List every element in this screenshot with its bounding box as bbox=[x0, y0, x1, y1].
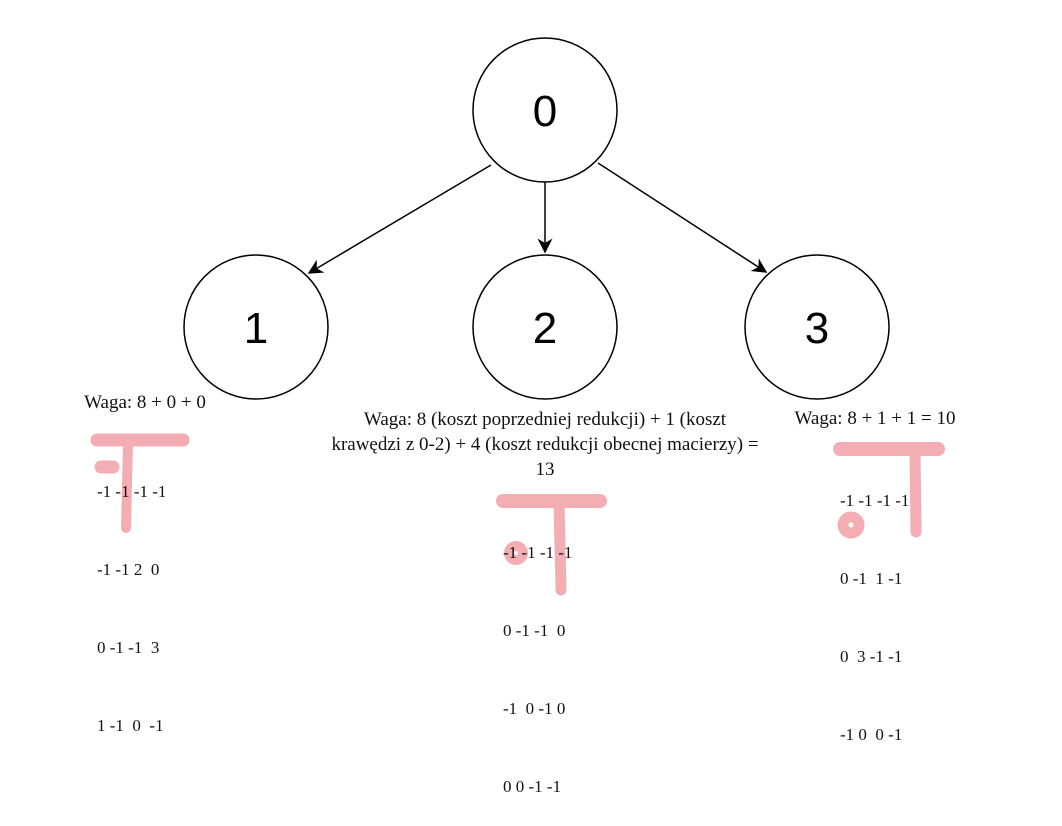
node-3: 3 bbox=[744, 254, 890, 400]
diagram-canvas: 0 1 2 3 bbox=[90, 37, 945, 596]
node-1-weight-caption: Waga: 8 + 0 + 0 bbox=[84, 392, 206, 413]
edges bbox=[307, 162, 768, 274]
node-2: 2 bbox=[472, 254, 618, 400]
node-circle bbox=[183, 254, 329, 400]
edge-0-1 bbox=[307, 164, 492, 274]
node-circle bbox=[744, 254, 890, 400]
matrix-row: -1 -1 2 0 bbox=[97, 560, 160, 579]
highlight-cell bbox=[504, 541, 528, 565]
matrix-row: -1 0 0 -1 bbox=[840, 725, 903, 744]
node-2-matrix: -1 -1 -1 -1 0 -1 -1 0 -1 0 -1 0 0 0 -1 -… bbox=[503, 488, 572, 826]
highlight-column bbox=[553, 497, 567, 596]
matrix-row: 0 -1 1 -1 bbox=[840, 569, 903, 588]
node-3-weight-caption: Waga: 8 + 1 + 1 = 10 bbox=[794, 408, 956, 429]
node-1-matrix: -1 -1 -1 -1 -1 -1 2 0 0 -1 -1 3 1 -1 0 -… bbox=[97, 427, 166, 765]
matrix-row: 0 3 -1 -1 bbox=[840, 647, 903, 666]
matrix-row: -1 -1 -1 -1 bbox=[840, 491, 910, 510]
node-label: 0 bbox=[533, 87, 557, 136]
highlight-cell bbox=[837, 511, 865, 539]
matrix-row: 1 -1 0 -1 bbox=[97, 716, 164, 735]
node-circle bbox=[472, 37, 618, 183]
node-circle bbox=[472, 254, 618, 400]
matrix-row: -1 -1 -1 -1 bbox=[503, 543, 573, 562]
node-0: 0 bbox=[472, 37, 618, 183]
node-3-matrix: -1 -1 -1 -1 0 -1 1 -1 0 3 -1 -1 -1 0 0 -… bbox=[840, 436, 909, 774]
node-1: 1 bbox=[183, 254, 329, 400]
matrix-row: 0 -1 -1 3 bbox=[97, 638, 160, 657]
node-label: 1 bbox=[244, 304, 268, 353]
node-label: 2 bbox=[533, 304, 557, 353]
matrix-row: 0 -1 -1 0 bbox=[503, 621, 566, 640]
edge-0-3 bbox=[597, 162, 768, 273]
node-2-weight-caption: Waga: 8 (koszt poprzedniej redukcji) + 1… bbox=[331, 409, 759, 480]
matrix-row: 0 0 -1 -1 bbox=[503, 777, 562, 796]
matrix-row: -1 -1 -1 -1 bbox=[97, 482, 167, 501]
matrix-row: -1 0 -1 0 bbox=[503, 699, 566, 718]
highlight-marks bbox=[90, 433, 945, 596]
highlight-column bbox=[909, 445, 922, 538]
node-label: 3 bbox=[805, 304, 829, 353]
highlight-column bbox=[121, 437, 133, 533]
